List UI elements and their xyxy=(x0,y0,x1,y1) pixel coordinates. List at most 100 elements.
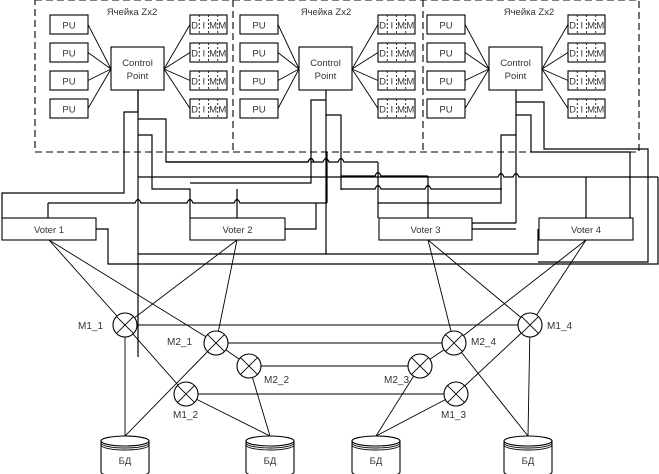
dimm-link xyxy=(163,68,191,109)
pu-label: PU xyxy=(252,21,265,32)
multiplexer-label: M1_4 xyxy=(547,321,572,332)
pu-link xyxy=(464,24,490,70)
pu-label: PU xyxy=(252,77,265,88)
dimm-letter: I xyxy=(581,105,584,116)
database-label: БД xyxy=(119,456,132,467)
mux-link xyxy=(453,239,587,344)
dimm-link xyxy=(351,68,379,109)
database-label: БД xyxy=(522,456,535,467)
pu-label: PU xyxy=(439,49,452,60)
voter-label: Voter 3 xyxy=(410,225,440,236)
dimm-letter: I xyxy=(581,21,584,32)
pu-box: PU xyxy=(49,70,89,91)
dimm-letter: M xyxy=(406,105,414,116)
mux-link xyxy=(375,365,421,437)
dimm-link xyxy=(163,68,191,81)
pu-label: PU xyxy=(252,105,265,116)
database-3: БД xyxy=(351,435,401,474)
dimm-letter: M xyxy=(218,77,226,88)
mux-link xyxy=(427,239,455,344)
multiplexer-m2-2: M2_2 xyxy=(236,353,289,386)
dimm-letter: I xyxy=(203,105,206,116)
pu-link xyxy=(87,52,112,70)
wire-bus-162 xyxy=(166,157,378,163)
dimm-letter: M xyxy=(596,105,604,116)
multiplexers-layer: M1_1M2_1M2_2M1_2M2_3M2_4M1_4M1_3 xyxy=(48,239,587,437)
mux-link xyxy=(453,342,529,437)
mux-cross-icon xyxy=(240,357,258,375)
mux-link xyxy=(427,239,531,326)
mux-link xyxy=(48,239,217,344)
dimm-letter: M xyxy=(397,49,405,60)
mux-link xyxy=(48,239,126,326)
cell-title: Ячейка Zx2 xyxy=(504,7,555,18)
multiplexer-label: M2_1 xyxy=(167,337,192,348)
pu-label: PU xyxy=(439,21,452,32)
dimm-letter: I xyxy=(203,77,206,88)
dimm-letter: M xyxy=(587,49,595,60)
pu-link xyxy=(277,24,300,70)
dimm-letter: M xyxy=(218,49,226,60)
voter-label: Voter 1 xyxy=(34,225,64,236)
wire-cp3-v4 xyxy=(516,101,649,263)
pu-label: PU xyxy=(62,21,75,32)
wire-cp2-b xyxy=(326,114,342,190)
wire-cp3-c xyxy=(378,134,516,204)
database-label: БД xyxy=(370,456,383,467)
dimm-letter: I xyxy=(391,49,394,60)
dimm-link xyxy=(351,52,379,70)
multiplexer-label: M2_2 xyxy=(264,375,289,386)
voter-3: Voter 3 xyxy=(378,217,473,241)
wire-v2-right xyxy=(285,203,317,230)
dimm-letter: D xyxy=(191,105,198,116)
pu-link xyxy=(277,52,300,70)
dimm-letter: M xyxy=(406,49,414,60)
mux-cross-icon xyxy=(521,316,539,334)
wiring-layer xyxy=(1,90,659,357)
pu-label: PU xyxy=(62,105,75,116)
dimm-link xyxy=(351,68,379,81)
dimm-letter: D xyxy=(569,105,576,116)
multiplexer-m1-1: M1_1 xyxy=(78,312,138,338)
dimm-link xyxy=(351,24,379,70)
pu-box: PU xyxy=(426,42,466,63)
multiplexer-label: M2_4 xyxy=(471,337,496,348)
mux-link xyxy=(215,239,238,344)
multiplexer-label: M1_1 xyxy=(78,321,103,332)
control-point-label-1: Control xyxy=(122,58,153,69)
mux-cross-icon xyxy=(116,316,134,334)
voter-2: Voter 2 xyxy=(189,217,286,241)
control-point-label-1: Control xyxy=(500,58,531,69)
wire-cp2-a xyxy=(190,99,326,184)
dimm-letter: M xyxy=(596,49,604,60)
dimm-link xyxy=(163,24,191,70)
multiplexer-m2-4: M2_4 xyxy=(441,330,496,356)
dimm-letter: M xyxy=(397,77,405,88)
cell-title: Ячейка Zx2 xyxy=(301,7,352,18)
pu-box: PU xyxy=(239,70,279,91)
dimm-letter: M xyxy=(406,21,414,32)
pu-box: PU xyxy=(239,98,279,119)
dimm-letter: D xyxy=(569,49,576,60)
dimm-letter: M xyxy=(209,21,217,32)
mux-link xyxy=(124,342,217,437)
pu-link xyxy=(87,68,112,81)
dimm-letter: I xyxy=(581,77,584,88)
voter-4: Voter 4 xyxy=(538,217,634,241)
pu-box: PU xyxy=(49,98,89,119)
dimm-letter: D xyxy=(379,49,386,60)
database-label: БД xyxy=(264,456,277,467)
dimm-letter: I xyxy=(391,77,394,88)
pu-link xyxy=(277,68,300,109)
mux-link xyxy=(124,324,187,395)
multiplexer-m1-3: M1_3 xyxy=(441,381,469,421)
mux-link xyxy=(185,393,271,437)
mux-link xyxy=(455,324,531,395)
